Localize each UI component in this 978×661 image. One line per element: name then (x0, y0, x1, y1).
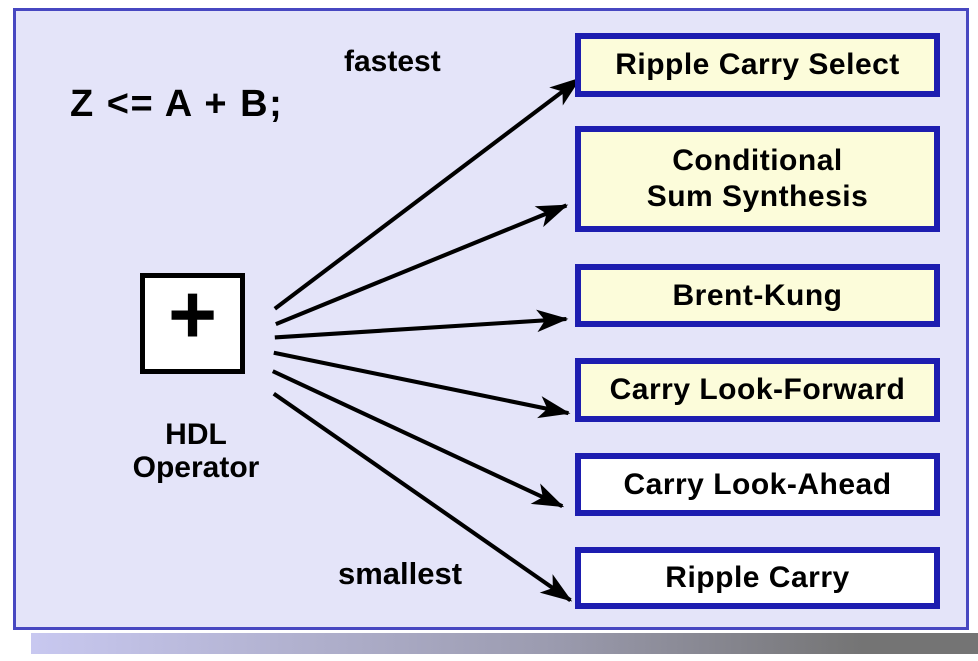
arrow-to-carry-look-ahead (271, 369, 565, 509)
impl-box-carry-look-forward: Carry Look-Forward (575, 358, 940, 422)
impl-box-label: Conditional Sum Synthesis (646, 144, 869, 213)
impl-box-label: Carry Look-Forward (609, 373, 906, 406)
arrow-to-conditional-sum-synthesis (275, 203, 569, 327)
impl-box-brent-kung: Brent-Kung (575, 264, 940, 327)
impl-box-label: Ripple Carry Select (615, 48, 900, 81)
impl-box-carry-look-ahead: Carry Look-Ahead (575, 453, 940, 516)
impl-box-label: Carry Look-Ahead (623, 467, 892, 501)
impl-box-ripple-carry-select: Ripple Carry Select (575, 33, 940, 97)
arrow-to-ripple-carry-select (273, 76, 582, 311)
operator-caption: HDL Operator (132, 418, 260, 484)
plus-operator-symbol: + (167, 267, 218, 361)
hdl-expression-text: Z <= A + B; (70, 83, 284, 125)
fastest-label: fastest (344, 45, 441, 78)
arrow-to-brent-kung (274, 309, 569, 340)
smallest-label: smallest (338, 556, 463, 591)
operator-box: + (140, 267, 245, 374)
impl-box-label: Brent-Kung (672, 278, 843, 312)
impl-box-conditional-sum-synthesis: Conditional Sum Synthesis (575, 126, 940, 232)
drop-shadow-bar (31, 633, 978, 654)
impl-box-ripple-carry: Ripple Carry (575, 547, 940, 609)
arrow-to-carry-look-forward (273, 350, 571, 419)
impl-box-label: Ripple Carry (665, 561, 850, 594)
